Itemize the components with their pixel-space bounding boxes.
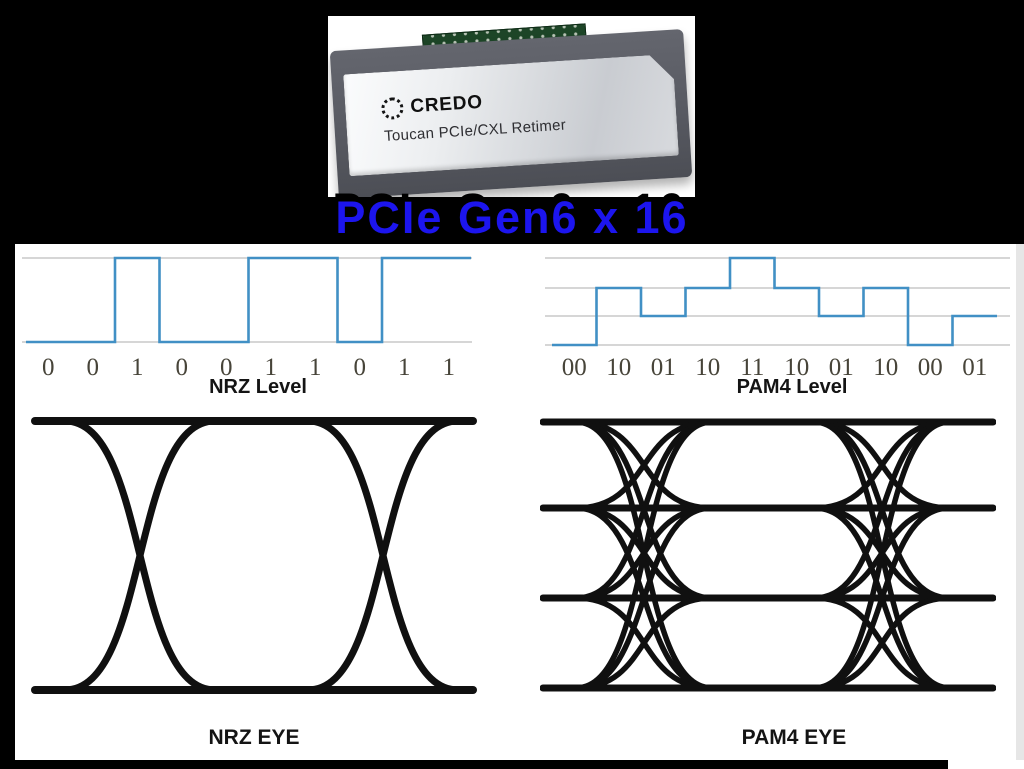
nrz-eye-diagram — [31, 417, 477, 694]
svg-text:00: 00 — [562, 354, 587, 381]
svg-text:0: 0 — [87, 354, 100, 381]
panel-right-strip — [1016, 244, 1024, 760]
svg-text:00: 00 — [918, 354, 943, 381]
pam4-level-waveform: 00 10 01 10 11 10 01 10 00 01 — [545, 256, 1010, 381]
svg-text:10: 10 — [784, 354, 809, 381]
svg-text:1: 1 — [265, 354, 278, 381]
credo-logo: CREDO — [381, 92, 484, 120]
svg-text:1: 1 — [398, 354, 411, 381]
pam4-eye-caption: PAM4 EYE — [741, 726, 847, 749]
page-title: PCIe Gen6 x 16 PCIe Gen6 x 16 — [0, 187, 1024, 243]
svg-text:01: 01 — [962, 354, 987, 381]
svg-text:10: 10 — [695, 354, 720, 381]
nrz-eye-caption: NRZ EYE — [208, 726, 300, 749]
page-title-wrap: PCIe Gen6 x 16 PCIe Gen6 x 16 — [332, 187, 689, 243]
credo-dotted-c-icon — [381, 97, 404, 120]
bottom-white-patch — [948, 760, 1024, 769]
page-title-main: PCIe Gen6 x 16 — [335, 192, 689, 243]
page-title-shadow: PCIe Gen6 x 16 — [332, 184, 686, 235]
svg-text:0: 0 — [220, 354, 233, 381]
chip-label: CREDO Toucan PCIe/CXL Retimer — [343, 54, 679, 177]
svg-text:0: 0 — [42, 354, 55, 381]
svg-text:01: 01 — [651, 354, 676, 381]
product-photo: CREDO Toucan PCIe/CXL Retimer — [328, 16, 695, 197]
pam4-level-caption: PAM4 Level — [736, 376, 848, 398]
svg-text:11: 11 — [740, 354, 764, 381]
brand-text: CREDO — [409, 91, 484, 118]
svg-text:0: 0 — [176, 354, 189, 381]
pam4-eye-diagram — [540, 418, 996, 692]
svg-text:1: 1 — [131, 354, 144, 381]
svg-text:10: 10 — [873, 354, 898, 381]
nrz-level-waveform: 0 0 1 0 0 1 1 0 1 1 — [22, 256, 472, 381]
chip-package: CREDO Toucan PCIe/CXL Retimer — [329, 29, 693, 197]
svg-text:0: 0 — [354, 354, 367, 381]
svg-text:01: 01 — [829, 354, 854, 381]
chip-label-title: Toucan PCIe/CXL Retimer — [383, 116, 567, 145]
svg-text:1: 1 — [443, 354, 456, 381]
nrz-level-caption: NRZ Level — [209, 376, 307, 398]
svg-text:1: 1 — [309, 354, 322, 381]
svg-text:10: 10 — [606, 354, 631, 381]
